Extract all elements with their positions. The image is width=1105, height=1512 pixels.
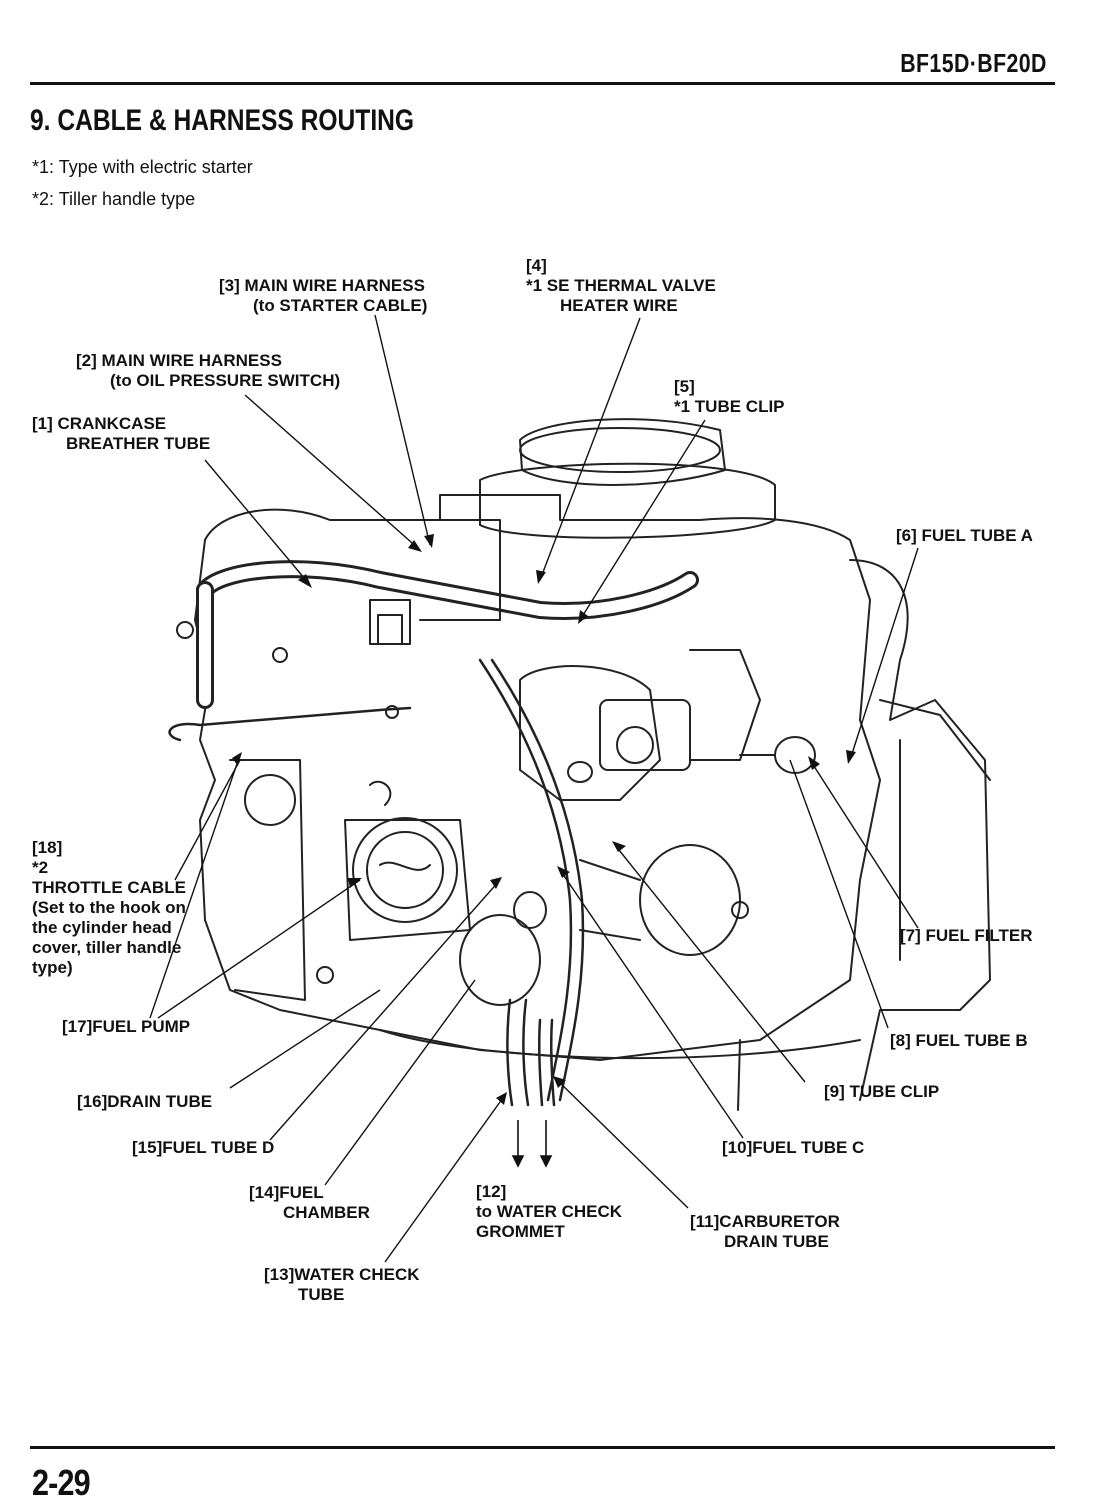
- label-number: [17]: [62, 1017, 93, 1036]
- label-number: [5]: [674, 377, 695, 396]
- label-text: *1 TUBE CLIP: [674, 397, 785, 416]
- label-text: *2: [32, 858, 49, 877]
- label-number: [14]: [249, 1183, 280, 1202]
- label-fuel-chamber: [14]FUEL CHAMBER: [249, 1183, 370, 1223]
- note-electric-starter: *1: Type with electric starter: [32, 157, 253, 177]
- label-number: [16]: [77, 1092, 108, 1111]
- label-number: [2]: [76, 351, 97, 370]
- label-text: MAIN WIRE HARNESS: [244, 276, 425, 295]
- label-number: [13]: [264, 1265, 295, 1284]
- label-number: [6]: [896, 526, 917, 545]
- label-text: MAIN WIRE HARNESS: [101, 351, 282, 370]
- label-text: CARBURETOR: [719, 1212, 840, 1231]
- label-number: [3]: [219, 276, 240, 295]
- label-number: [9]: [824, 1082, 845, 1101]
- label-text: *1 SE THERMAL VALVE: [526, 276, 716, 295]
- note-tiller-handle: *2: Tiller handle type: [32, 189, 196, 209]
- label-number: [10]: [722, 1138, 753, 1157]
- label-text: the cylinder head: [32, 918, 172, 937]
- label-text: THROTTLE CABLE: [32, 878, 186, 897]
- label-fuel-tube-a: [6] FUEL TUBE A: [896, 526, 1033, 546]
- label-number: [11]: [690, 1212, 720, 1231]
- label-number: [15]: [132, 1138, 163, 1157]
- page-title: 9. CABLE & HARNESS ROUTING: [30, 104, 415, 137]
- model-code: BF15D·BF20D: [900, 48, 1047, 78]
- label-text: TUBE: [298, 1285, 345, 1304]
- label-text: WATER CHECK: [294, 1265, 420, 1284]
- label-water-check-tube: [13]WATER CHECK TUBE: [264, 1265, 420, 1305]
- label-number: [8]: [890, 1031, 911, 1050]
- label-main-wire-harness-oil: [2] MAIN WIRE HARNESS (to OIL PRESSURE S…: [76, 351, 340, 391]
- label-text: GROMMET: [476, 1222, 565, 1241]
- label-fuel-tube-b: [8] FUEL TUBE B: [890, 1031, 1028, 1051]
- label-number: [1]: [32, 414, 53, 433]
- label-text: DRAIN TUBE: [724, 1232, 829, 1251]
- label-text: BREATHER TUBE: [66, 434, 211, 453]
- label-tube-clip-upper: [5] *1 TUBE CLIP: [674, 377, 785, 417]
- label-text: DRAIN TUBE: [107, 1092, 213, 1111]
- page-number: 2-29: [32, 1462, 91, 1503]
- label-text: (Set to the hook on: [32, 898, 186, 917]
- label-fuel-filter: [7] FUEL FILTER: [900, 926, 1033, 946]
- label-number: [7]: [900, 926, 921, 945]
- label-number: [18]: [32, 838, 63, 857]
- label-throttle-cable: [18] *2 THROTTLE CABLE (Set to the hook …: [32, 838, 186, 978]
- label-text: FUEL TUBE C: [752, 1138, 865, 1157]
- label-number: [4]: [526, 256, 547, 275]
- label-text: FUEL FILTER: [925, 926, 1033, 945]
- label-fuel-tube-c: [10]FUEL TUBE C: [722, 1138, 864, 1158]
- label-carburetor-drain-tube: [11]CARBURETOR DRAIN TUBE: [690, 1212, 840, 1252]
- label-text: CRANKCASE: [57, 414, 167, 433]
- label-text: FUEL PUMP: [92, 1017, 191, 1036]
- label-main-wire-harness-starter: [3] MAIN WIRE HARNESS (to STARTER CABLE): [219, 276, 427, 316]
- header-rule: [30, 82, 1055, 85]
- label-se-thermal-valve-heater-wire: [4] *1 SE THERMAL VALVE HEATER WIRE: [526, 256, 716, 316]
- label-crankcase-breather-tube: [1] CRANKCASE BREATHER TUBE: [32, 414, 210, 454]
- label-text: type): [32, 958, 73, 977]
- label-fuel-tube-d: [15]FUEL TUBE D: [132, 1138, 274, 1158]
- label-text: to WATER CHECK: [476, 1202, 623, 1221]
- label-text: FUEL TUBE D: [162, 1138, 275, 1157]
- label-text: CHAMBER: [283, 1203, 370, 1222]
- label-text: (to STARTER CABLE): [253, 296, 428, 315]
- label-text: FUEL TUBE B: [915, 1031, 1028, 1050]
- footer-rule: [30, 1446, 1055, 1449]
- label-text: TUBE CLIP: [849, 1082, 940, 1101]
- label-text: FUEL: [279, 1183, 324, 1202]
- label-text: (to OIL PRESSURE SWITCH): [110, 371, 341, 390]
- label-tube-clip-lower: [9] TUBE CLIP: [824, 1082, 939, 1102]
- label-drain-tube: [16]DRAIN TUBE: [77, 1092, 212, 1112]
- label-to-water-check-grommet: [12] to WATER CHECK GROMMET: [476, 1182, 622, 1242]
- label-text: HEATER WIRE: [560, 296, 678, 315]
- label-number: [12]: [476, 1182, 507, 1201]
- label-text: FUEL TUBE A: [921, 526, 1033, 545]
- label-fuel-pump: [17]FUEL PUMP: [62, 1017, 190, 1037]
- label-text: cover, tiller handle: [32, 938, 182, 957]
